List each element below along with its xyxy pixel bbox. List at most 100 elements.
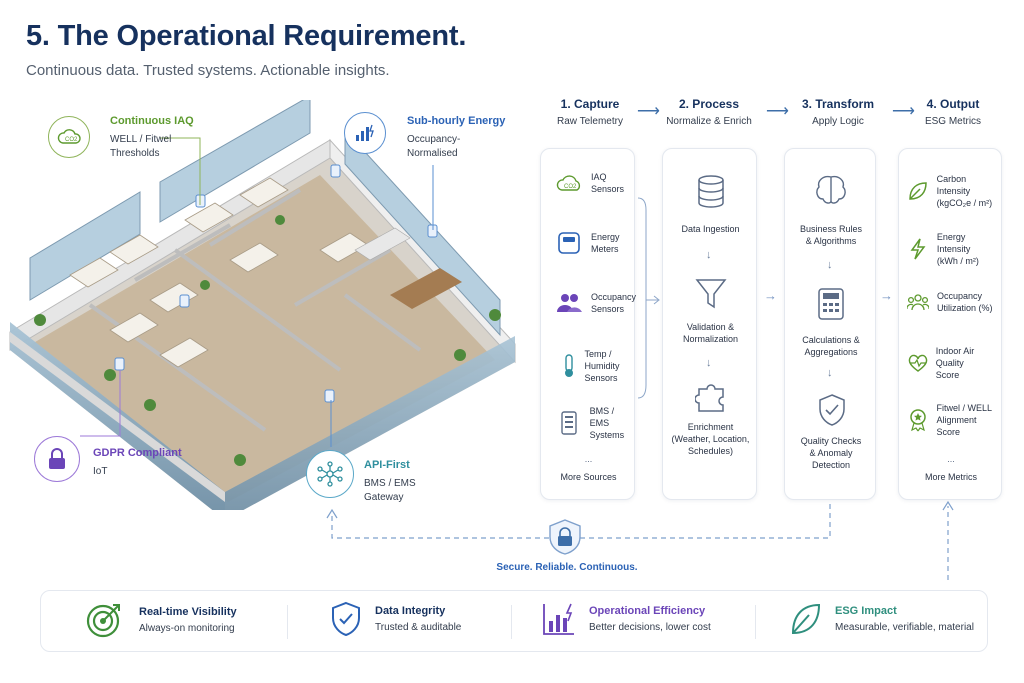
- callout-gdpr-icon-circle: [34, 436, 80, 482]
- people-icon: [557, 294, 582, 312]
- callout-iaq-line1: WELL / Fitwel: [110, 134, 172, 145]
- capture-bms-line2: Systems: [589, 430, 625, 440]
- svg-text:CO2: CO2: [65, 137, 78, 143]
- feedback-loop: [326, 500, 954, 580]
- energy-chart-icon: [356, 124, 374, 141]
- step-transform-sub: Apply Logic: [812, 116, 864, 127]
- step-capture-sub: Raw Telemetry: [557, 116, 623, 127]
- transform-rules-label: Business Rules& Algorithms: [799, 224, 863, 246]
- network-icon: [317, 461, 343, 487]
- step-transform-title: 3. Transform: [801, 97, 875, 111]
- output-occupancy-line1: Occupancy: [937, 291, 983, 301]
- benefit-integrity-title: Data Integrity: [375, 605, 446, 617]
- capture-temp-line1: Temp / Humidity: [584, 349, 620, 371]
- shield-check-icon: [819, 394, 845, 426]
- step-arrow-1: ⟶: [637, 103, 660, 120]
- award-icon: [910, 409, 926, 432]
- output-carbon-line1: Carbon Intensity: [936, 174, 971, 196]
- step-process-sub: Normalize & Enrich: [666, 116, 752, 127]
- page-subtitle: Continuous data. Trusted systems. Action…: [26, 62, 390, 79]
- callout-energy-line1: Occupancy-: [407, 134, 461, 145]
- step-output-sub: ESG Metrics: [924, 116, 982, 127]
- callout-energy-line2: Normalised: [407, 148, 458, 159]
- output-item-energy: Energy Intensity (kWh / m²): [907, 231, 1001, 267]
- step-arrow-2: ⟶: [766, 103, 789, 120]
- step-arrow-3: ⟶: [892, 103, 915, 120]
- output-occupancy-line2: Utilization (%): [937, 303, 993, 313]
- output-column: Carbon Intensity (kgCO₂e / m²) Energy Int…: [898, 148, 1002, 500]
- process-validation-label: Validation &Normalization: [682, 322, 739, 344]
- loop-label: Secure. Reliable. Continuous.: [496, 562, 638, 573]
- co2-cloud-icon: CO2: [556, 175, 581, 191]
- group-icon: [907, 294, 929, 311]
- capture-iaq-line1: IAQ: [591, 172, 607, 182]
- page-title: 5. The Operational Requirement.: [26, 20, 467, 52]
- capture-occupancy-line1: Occupancy: [591, 292, 637, 302]
- output-iaq-line2: Score: [935, 370, 960, 380]
- callout-energy: Sub-hourly Energy Occupancy- Normalised: [407, 115, 505, 161]
- bar-chart-icon: [543, 603, 574, 635]
- puzzle-icon: [695, 384, 724, 412]
- callout-api-icon-circle: [306, 450, 354, 498]
- benefit-efficiency-title: Operational Efficiency: [589, 605, 706, 617]
- benefit-divider-2: [511, 605, 512, 639]
- callout-iaq: Continuous IAQ WELL / Fitwel Thresholds: [110, 115, 194, 161]
- callout-gdpr: GDPR Compliant IoT: [93, 447, 182, 479]
- callout-iaq-line2: Thresholds: [110, 148, 160, 159]
- secure-lock-shield-icon: [549, 519, 581, 555]
- benefit-divider-1: [287, 605, 288, 639]
- callout-gdpr-title: GDPR Compliant: [93, 447, 182, 459]
- output-carbon-line2: (kgCO₂e / m²): [936, 198, 993, 208]
- benefit-divider-3: [755, 605, 756, 639]
- callout-iaq-icon-circle: CO2: [48, 116, 90, 158]
- output-item-fitwel: Fitwel / WELL Alignment Score: [907, 402, 1001, 438]
- output-fitwel-line1: Fitwel / WELL: [936, 403, 992, 413]
- transform-calc-label: Calculations &Aggregations: [802, 335, 860, 357]
- callout-api-title: API-First: [364, 459, 410, 471]
- transform-column: Business Rules& Algorithms ↓ Calculation…: [784, 148, 876, 500]
- output-fitwel-line2: Alignment Score: [936, 415, 977, 437]
- heart-pulse-icon: [908, 354, 928, 372]
- benefit-esg-sub: Measurable, verifiable, material: [835, 622, 974, 633]
- shield-icon: [332, 601, 360, 637]
- bolt-icon: [910, 238, 926, 260]
- callout-api-line2: Gateway: [364, 492, 404, 503]
- controller-icon: [561, 411, 577, 435]
- capture-temp-line2: Sensors: [584, 373, 618, 383]
- capture-energy-line2: Meters: [591, 244, 619, 254]
- leaf-icon: [909, 182, 927, 200]
- meter-icon: [558, 232, 580, 254]
- benefit-esg-title: ESG Impact: [835, 605, 897, 617]
- benefit-efficiency-sub: Better decisions, lower cost: [589, 622, 711, 633]
- transform-to-output-arrow: →: [880, 288, 893, 303]
- benefit-visibility-sub: Always-on monitoring: [139, 623, 235, 634]
- process-ingestion-label: Data Ingestion: [681, 224, 740, 234]
- output-energy-line1: Energy Intensity: [936, 232, 971, 254]
- callout-gdpr-line1: IoT: [93, 466, 108, 477]
- output-energy-line2: (kWh / m²): [936, 256, 979, 266]
- transform-down-arrow-2: ↓: [827, 367, 833, 379]
- svg-text:CO2: CO2: [564, 184, 577, 190]
- leaf-icon: [791, 603, 821, 635]
- step-output-title: 4. Output: [926, 97, 980, 111]
- output-more-dots: ...: [947, 454, 955, 464]
- benefit-integrity-sub: Trusted & auditable: [375, 622, 462, 633]
- capture-bms-line1: BMS / EMS: [589, 406, 615, 428]
- callout-leader-lines: [80, 137, 434, 447]
- step-process-title: 2. Process: [678, 97, 740, 111]
- output-iaq-line1: Indoor Air Quality: [935, 346, 975, 368]
- database-icon: [698, 175, 724, 208]
- output-more-metrics: More Metrics: [924, 472, 977, 482]
- callout-api-line1: BMS / EMS: [364, 478, 416, 489]
- capture-item-bms: BMS / EMS Systems: [555, 405, 634, 441]
- capture-iaq-line2: Sensors: [591, 184, 625, 194]
- co2-icon: CO2: [57, 129, 81, 144]
